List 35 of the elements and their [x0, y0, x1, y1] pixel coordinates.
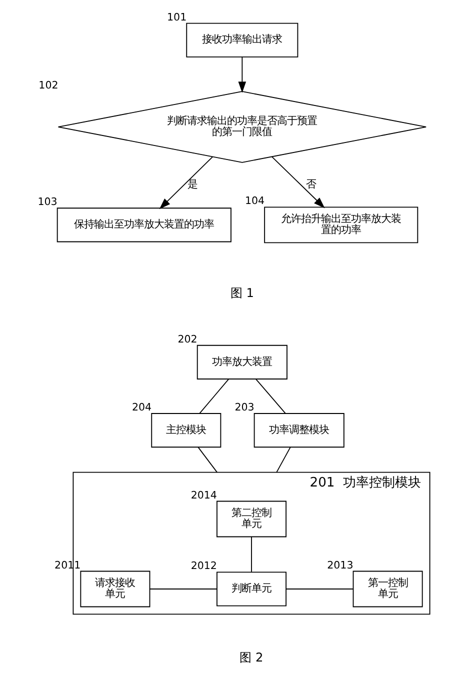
connector — [197, 446, 218, 473]
node-box: 请求接收单元 — [80, 570, 150, 608]
arrow — [270, 156, 324, 208]
node-box: 允许抬升输出至功率放大装置的功率 — [264, 206, 418, 244]
label: 图 2 — [239, 650, 263, 664]
node-box: 功率调整模块 — [253, 413, 344, 448]
connector — [276, 446, 290, 473]
node-box: 第一控制单元 — [352, 570, 422, 608]
label: 图 1 — [230, 286, 254, 300]
edge-label: 是 — [187, 178, 198, 190]
connector — [148, 588, 217, 590]
connector — [254, 378, 286, 414]
node-label: 102 — [38, 79, 58, 92]
node-label: 2013 — [326, 559, 353, 572]
arrow — [238, 56, 246, 93]
node-box: 主控模块 — [150, 413, 221, 448]
edge-label: 否 — [306, 178, 316, 190]
node-box: 保持输出至功率放大装置的功率 — [56, 208, 231, 242]
node-label: 202 — [177, 333, 197, 346]
node-diamond: 判断请求输出的功率是否高于预置的第一门限值 — [57, 90, 426, 163]
connector — [198, 378, 229, 414]
node-label: 203 — [234, 402, 254, 414]
node-label: 204 — [132, 402, 152, 414]
connector — [285, 588, 354, 590]
node-label: 104 — [244, 195, 264, 208]
node-box: 功率放大装置 — [196, 344, 287, 380]
connector — [250, 536, 252, 572]
node-box: 接收功率输出请求 — [186, 22, 298, 58]
node-label: 101 — [166, 11, 186, 24]
node-label: 103 — [37, 196, 57, 208]
node-label: 2012 — [190, 560, 216, 572]
node-box: 第二控制单元 — [216, 500, 286, 538]
node-box: 判断单元 — [216, 572, 286, 606]
arrow — [158, 156, 212, 210]
node-label: 2014 — [190, 489, 216, 502]
